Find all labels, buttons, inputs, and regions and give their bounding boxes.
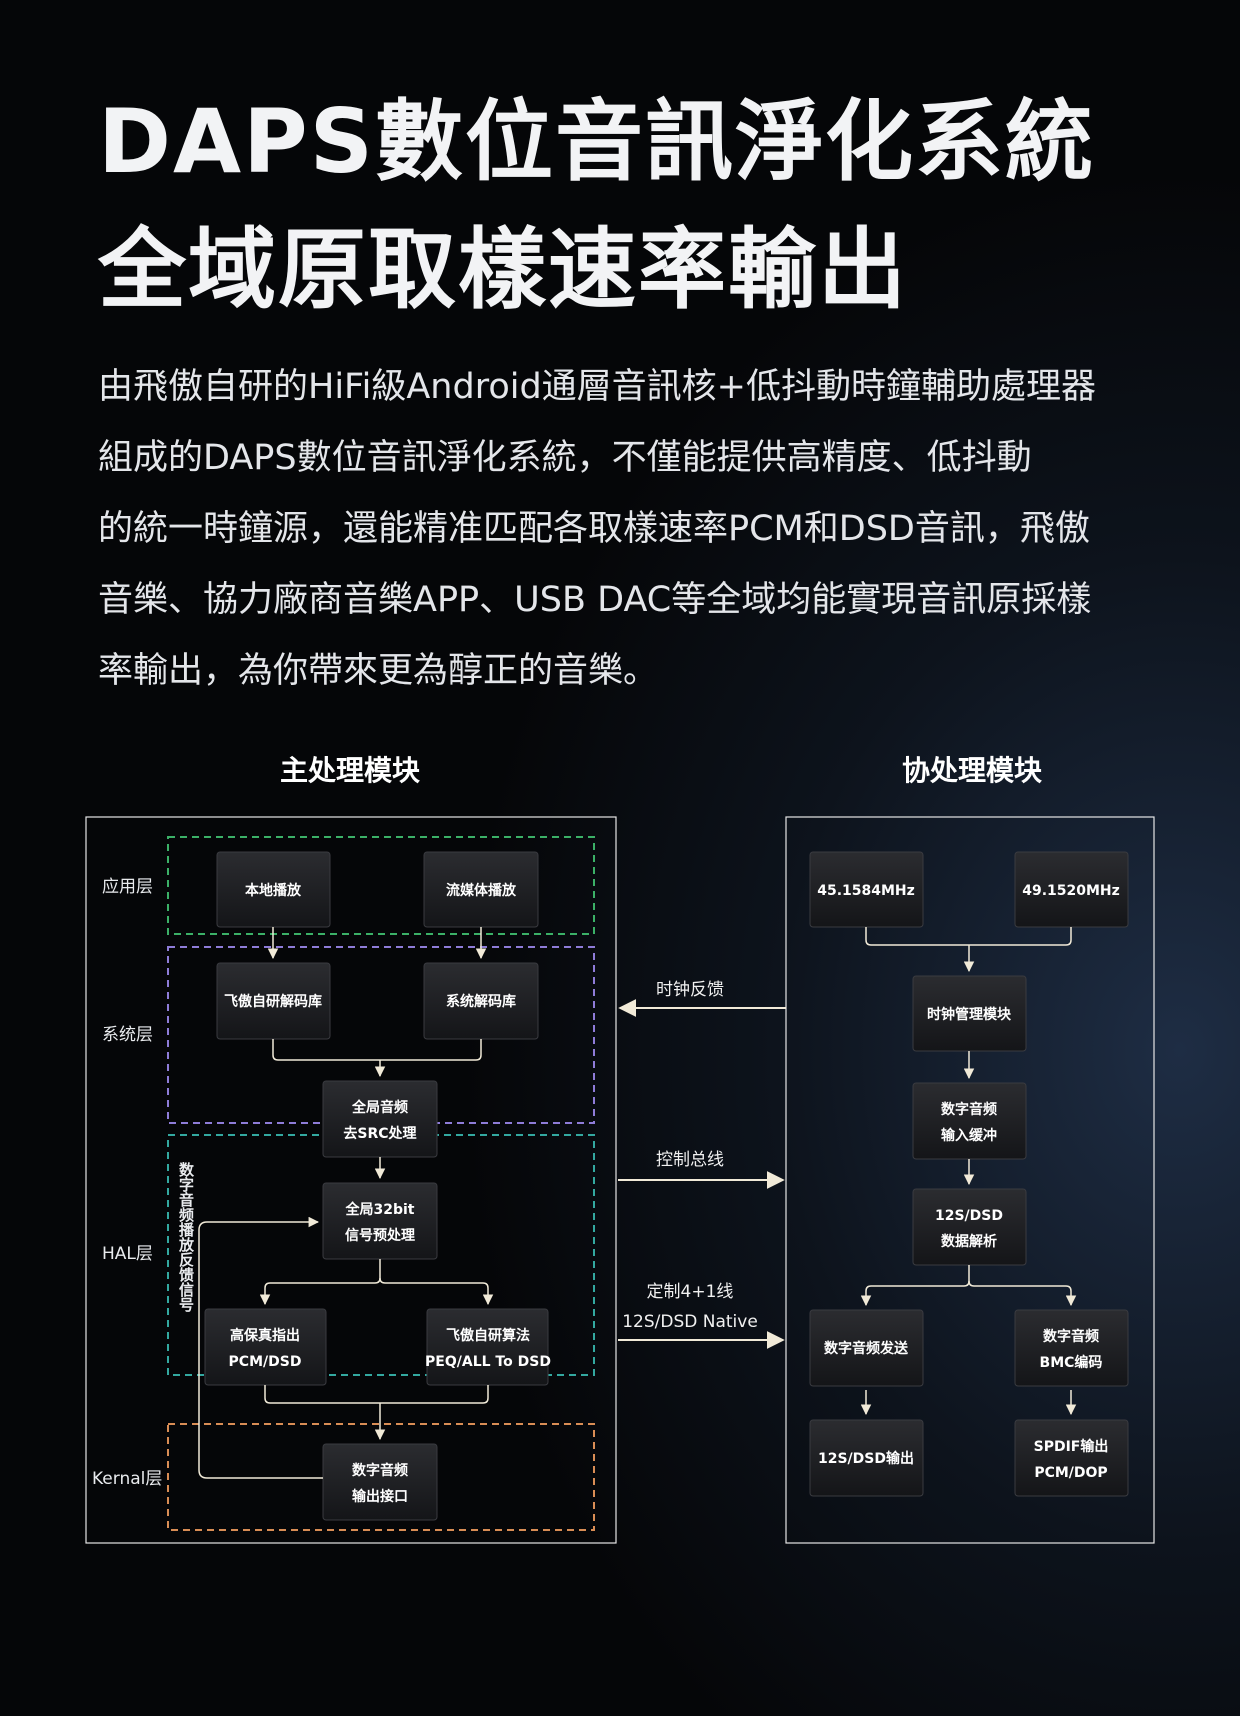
node-local-play: 本地播放 — [216, 851, 331, 928]
co-module-title: 协处理模块 — [902, 754, 1042, 787]
node-clock-49: 49.1520MHz — [1014, 851, 1129, 928]
feedback-connector — [198, 1216, 323, 1479]
layer-label-system: 系统层 — [102, 1025, 153, 1045]
layer-label-hal: HAL层 — [102, 1244, 153, 1264]
svg-text:数字音频: 数字音频 — [941, 1101, 997, 1118]
system-layer-region — [167, 946, 595, 1124]
description: 由飛傲自研的HiFi級Android通層音訊核+低抖動時鐘輔助處理器 組成的DA… — [98, 352, 1228, 707]
co-module-border — [785, 816, 1155, 1544]
svg-text:飞傲自研解码库: 飞傲自研解码库 — [224, 993, 322, 1010]
node-i2s-parse: 12S/DSD 数据解析 — [912, 1188, 1027, 1266]
description-line: 由飛傲自研的HiFi級Android通層音訊核+低抖動時鐘輔助處理器 — [98, 367, 1096, 407]
node-i2s-output: 12S/DSD输出 — [809, 1419, 924, 1497]
svg-text:输出接口: 输出接口 — [352, 1488, 408, 1505]
description-line: 的統一時鐘源，還能精准匹配各取樣速率PCM和DSD音訊，飛傲 — [98, 509, 1090, 549]
node-input-buffer: 数字音频 输入缓冲 — [912, 1082, 1027, 1160]
main-module-title: 主处理模块 — [280, 754, 420, 787]
svg-text:信号预处理: 信号预处理 — [345, 1227, 415, 1244]
node-clock-45: 45.1584MHz — [809, 851, 924, 928]
connector — [264, 1385, 489, 1404]
hal-layer-region — [167, 1134, 595, 1376]
svg-text:数字音频: 数字音频 — [352, 1462, 408, 1479]
description-line: 率輸出，為你帶來更為醇正的音樂。 — [98, 651, 659, 691]
svg-text:PEQ/ALL To DSD: PEQ/ALL To DSD — [425, 1354, 551, 1370]
connector — [379, 1277, 494, 1306]
node-pre-32bit: 全局32bit 信号预处理 — [322, 1182, 438, 1260]
svg-text:49.1520MHz: 49.1520MHz — [1022, 883, 1120, 899]
node-hifi-out: 高保真指出 PCM/DSD — [204, 1308, 327, 1386]
svg-text:本地播放: 本地播放 — [245, 882, 302, 899]
node-clock-manager: 时钟管理模块 — [912, 975, 1027, 1052]
connector — [968, 1280, 1077, 1307]
svg-text:流媒体播放: 流媒体播放 — [446, 882, 517, 899]
svg-text:PCM/DOP: PCM/DOP — [1034, 1465, 1107, 1481]
app-layer-region — [167, 836, 595, 935]
connector — [272, 1039, 482, 1061]
svg-text:全局音频: 全局音频 — [351, 1099, 408, 1116]
node-stream-play: 流媒体播放 — [423, 851, 539, 928]
svg-text:SPDIF输出: SPDIF输出 — [1034, 1438, 1109, 1455]
svg-text:数字音频: 数字音频 — [1043, 1328, 1099, 1345]
layer-label-kernel: Kernal层 — [92, 1469, 162, 1489]
layer-label-app: 应用层 — [102, 877, 153, 897]
svg-text:12S/DSD: 12S/DSD — [935, 1208, 1003, 1224]
architecture-diagram: 主处理模块 协处理模块 应用层 系统层 HAL层 Kernal层 数字音频播放反… — [85, 754, 1155, 1544]
svg-text:时钟管理模块: 时钟管理模块 — [927, 1006, 1012, 1023]
svg-text:12S/DSD输出: 12S/DSD输出 — [818, 1450, 914, 1467]
svg-text:BMC编码: BMC编码 — [1040, 1354, 1103, 1371]
svg-text:45.1584MHz: 45.1584MHz — [817, 883, 915, 899]
node-fiio-algo: 飞傲自研算法 PEQ/ALL To DSD — [425, 1308, 551, 1386]
description-line: 音樂、協力廠商音樂APP、USB DAC等全域均能實現音訊原採樣 — [98, 580, 1092, 620]
connector — [865, 927, 1072, 946]
custom-line-label-1: 定制4+1线 — [647, 1282, 734, 1302]
control-bus-label: 控制总线 — [656, 1150, 724, 1170]
title-line-2: 全域原取樣速率輸出 — [98, 218, 909, 321]
svg-text:飞傲自研算法: 飞傲自研算法 — [446, 1327, 530, 1344]
svg-text:全局32bit: 全局32bit — [345, 1201, 415, 1218]
node-global-src: 全局音频 去SRC处理 — [322, 1080, 438, 1158]
feedback-signal-label: 数字音频播放反馈信号 — [177, 1161, 195, 1313]
node-sys-decoder: 系统解码库 — [423, 962, 539, 1040]
svg-text:去SRC处理: 去SRC处理 — [343, 1125, 416, 1142]
title-line-1: DAPS數位音訊淨化系統 — [98, 90, 1096, 193]
svg-text:高保真指出: 高保真指出 — [230, 1327, 300, 1344]
node-output-interface: 数字音频 输出接口 — [322, 1443, 438, 1521]
node-fiio-decoder: 飞傲自研解码库 — [216, 962, 331, 1040]
svg-text:数字音频发送: 数字音频发送 — [824, 1340, 909, 1357]
connector — [860, 1280, 970, 1307]
custom-line-label-2: 12S/DSD Native — [622, 1312, 758, 1332]
svg-text:系统解码库: 系统解码库 — [446, 993, 516, 1010]
node-bmc-encode: 数字音频 BMC编码 — [1014, 1309, 1129, 1387]
svg-text:输入缓冲: 输入缓冲 — [941, 1127, 997, 1144]
node-spdif-output: SPDIF输出 PCM/DOP — [1014, 1419, 1129, 1497]
description-line: 組成的DAPS數位音訊淨化系統，不僅能提供高精度、低抖動 — [98, 438, 1032, 478]
node-audio-send: 数字音频发送 — [809, 1309, 924, 1387]
svg-text:数据解析: 数据解析 — [941, 1233, 997, 1250]
main-module-border — [85, 816, 617, 1544]
kernel-layer-region — [167, 1423, 595, 1531]
clock-feedback-label: 时钟反馈 — [656, 980, 724, 1000]
connector — [259, 1277, 381, 1306]
svg-text:PCM/DSD: PCM/DSD — [229, 1354, 302, 1370]
